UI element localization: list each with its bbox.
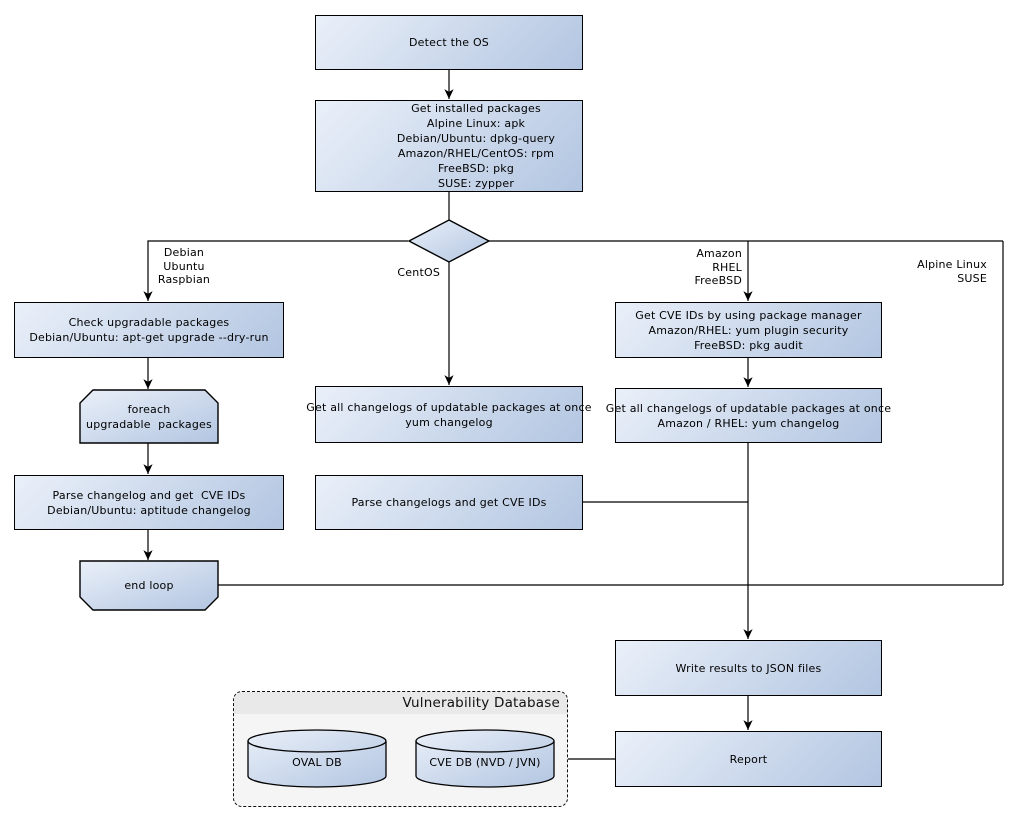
edge-label-centos: CentOS (397, 266, 440, 279)
node-report: Report (615, 731, 882, 787)
node-label: Get installed packages Alpine Linux: apk… (396, 102, 556, 190)
node-write-json: Write results to JSON files (615, 640, 882, 696)
node-get-changelogs-amazon: Get all changelogs of updatable packages… (606, 388, 891, 443)
node-label: Get CVE IDs by using package manager Ama… (635, 308, 862, 352)
node-label: Check upgradable packages Debian/Ubuntu:… (29, 316, 269, 344)
node-label: Write results to JSON files (675, 661, 822, 675)
node-label: Get all changelogs of updatable packages… (306, 400, 592, 429)
node-get-changelogs-centos: Get all changelogs of updatable packages… (306, 386, 592, 443)
node-label: Parse changelog and get CVE IDs Debian/U… (47, 488, 251, 517)
node-parse-changelog-left: Parse changelog and get CVE IDs Debian/U… (14, 475, 284, 530)
node-get-cve-ids-pkg-manager: Get CVE IDs by using package manager Ama… (615, 302, 882, 358)
cve-db-cylinder (415, 729, 555, 788)
node-check-upgradable-packages: Check upgradable packages Debian/Ubuntu:… (14, 302, 284, 358)
node-parse-changelogs-center: Parse changelogs and get CVE IDs (315, 475, 583, 530)
oval-db-cylinder (247, 729, 387, 788)
panel-header: Vulnerability Database (234, 692, 567, 714)
panel-title: Vulnerability Database (402, 695, 560, 711)
node-label: Report (729, 752, 768, 766)
node-label: Parse changelogs and get CVE IDs (351, 496, 547, 509)
node-label: Detect the OS (409, 36, 489, 49)
node-label: Get all changelogs of updatable packages… (605, 401, 892, 430)
end-loop-shape (79, 560, 219, 611)
os-decision-diamond (407, 219, 491, 263)
edge-label-amazon-rhel-freebsd: Amazon RHEL FreeBSD (694, 247, 742, 287)
node-get-installed-packages: Get installed packages Alpine Linux: apk… (315, 100, 583, 192)
node-detect-os: Detect the OS (315, 15, 583, 70)
connector-decision-to-check-upgradable (143, 240, 408, 301)
foreach-loop-shape (79, 389, 219, 444)
edge-label-debian-ubuntu-raspbian: Debian Ubuntu Raspbian (157, 246, 211, 286)
edge-label-alpine-suse: Alpine Linux SUSE (917, 258, 987, 285)
